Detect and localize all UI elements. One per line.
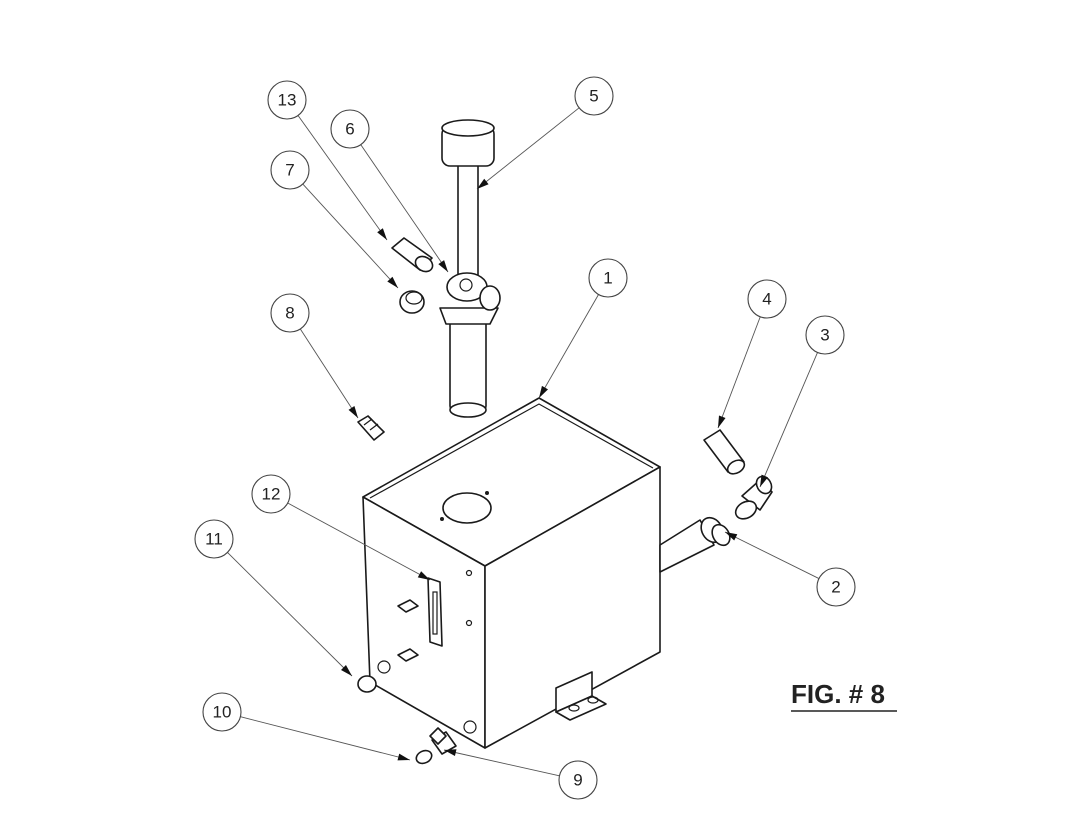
elbow-fitting [734, 475, 773, 520]
callout-number-7: 7 [285, 161, 294, 180]
callout-bubble-10 [202, 692, 242, 732]
tank-body [362, 397, 661, 749]
callout-arrowhead-3 [760, 474, 768, 487]
suction-tube [659, 516, 731, 573]
callout-leader-2 [724, 531, 820, 579]
callout-leader-11 [227, 552, 353, 677]
callout-number-11: 11 [205, 530, 223, 549]
callout-bubble-9 [558, 760, 598, 800]
filter-assembly [439, 119, 501, 418]
callout-number-13: 13 [278, 91, 297, 110]
callout-number-10: 10 [213, 703, 232, 722]
callout-leader-9 [443, 749, 560, 777]
tee-fitting [429, 727, 457, 755]
callout-bubble-3 [805, 315, 845, 355]
callout-leader-6 [360, 144, 449, 273]
figure-label: FIG. # 8 [791, 679, 897, 712]
callout-arrowhead-1 [539, 385, 549, 398]
callout-leader-3 [759, 352, 818, 488]
adapter-fitting [391, 237, 434, 273]
callout-bubble-11 [194, 519, 234, 559]
callout-number-5: 5 [589, 87, 598, 106]
callout-number-9: 9 [573, 771, 582, 790]
callout-number-4: 4 [762, 290, 771, 309]
callout-leader-4 [717, 316, 761, 429]
callout-number-6: 6 [345, 120, 354, 139]
sight-gauge [397, 577, 443, 662]
callout-arrowhead-11 [341, 665, 352, 676]
callout-leader-10 [240, 716, 411, 761]
callout-arrowhead-9 [444, 749, 457, 757]
callout-arrowhead-8 [348, 406, 358, 418]
callout-arrowhead-13 [377, 228, 387, 240]
callout-arrowhead-7 [387, 276, 398, 288]
callout-arrowhead-6 [438, 260, 448, 272]
drain-plug [415, 749, 433, 765]
callout-number-12: 12 [262, 485, 281, 504]
callout-bubble-12 [251, 474, 291, 514]
straight-fitting [703, 429, 746, 475]
callout-leader-13 [297, 115, 388, 241]
callout-leader-5 [476, 107, 580, 190]
figure-label-text: FIG. # 8 [791, 679, 885, 709]
side-plug [357, 675, 377, 693]
callout-leader-12 [287, 502, 431, 581]
cap [399, 290, 425, 314]
callout-bubble-6 [330, 109, 370, 149]
callout-arrowhead-4 [718, 415, 726, 428]
callout-number-1: 1 [603, 269, 612, 288]
callout-arrowhead-5 [477, 178, 489, 189]
callout-number-8: 8 [285, 304, 294, 323]
callout-number-3: 3 [820, 326, 829, 345]
plug [357, 415, 385, 441]
callout-bubble-4 [747, 279, 787, 319]
callout-arrowhead-2 [725, 532, 738, 541]
callout-bubble-2 [816, 567, 856, 607]
callout-arrowhead-10 [397, 753, 410, 761]
callout-leader-1 [538, 294, 599, 399]
callout-bubble-5 [574, 76, 614, 116]
callout-arrowhead-12 [417, 571, 430, 580]
callout-bubble-7 [270, 150, 310, 190]
callout-number-2: 2 [831, 578, 840, 597]
callout-bubble-8 [270, 293, 310, 333]
callout-leader-8 [299, 328, 359, 419]
callout-leader-7 [302, 183, 399, 289]
callout-bubble-1 [588, 258, 628, 298]
mounting-bracket [555, 671, 607, 721]
callout-bubble-13 [267, 80, 307, 120]
